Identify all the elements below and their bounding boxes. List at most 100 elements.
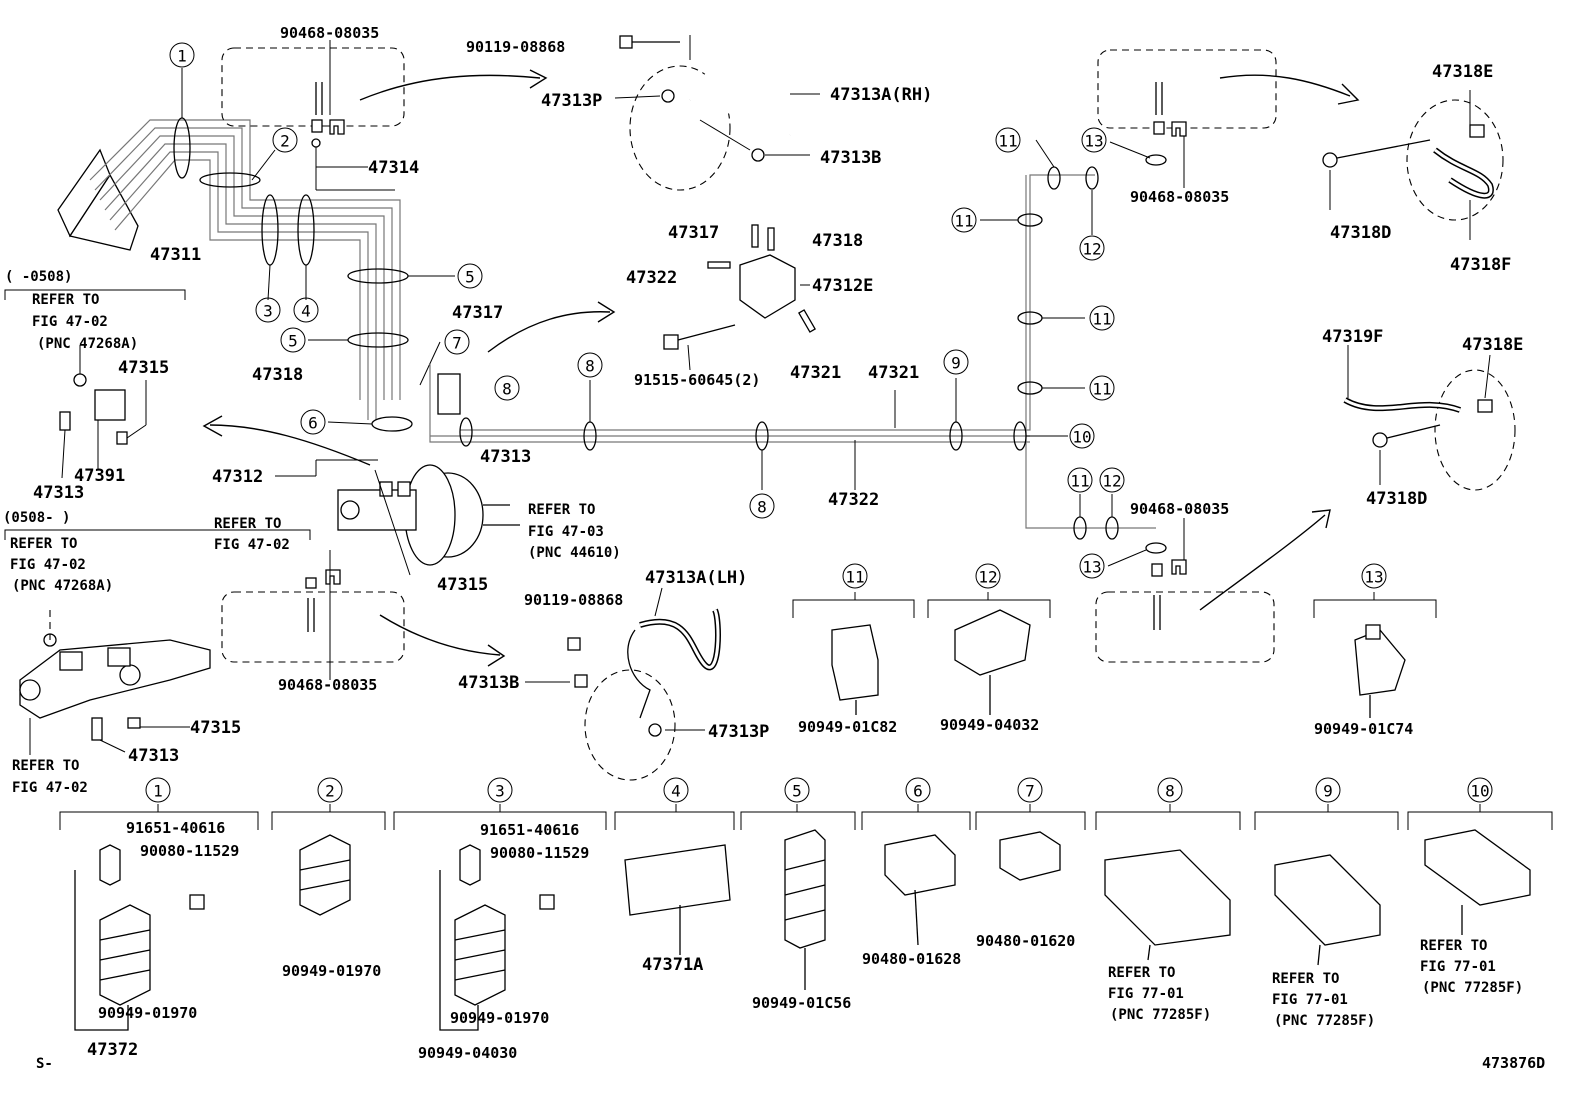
label-47322: 47322 (828, 490, 879, 510)
callout-12: 12 (1082, 240, 1101, 259)
label-47313B: 47313B (458, 673, 519, 693)
label-90949-01C82: 90949-01C82 (798, 718, 897, 736)
label-90468-08035: 90468-08035 (278, 676, 377, 694)
actuator-47391 (59, 345, 147, 479)
refer-to-label: REFER TO (528, 502, 595, 518)
callout-11: 11 (1092, 380, 1111, 399)
callout-4: 4 (301, 302, 311, 321)
hose-lh-detail (525, 587, 721, 781)
fig-ref-label: FIG 77-01 (1108, 986, 1184, 1002)
callout-3: 3 (263, 302, 273, 321)
refer-to-label: REFER TO (1420, 938, 1487, 954)
fig-ref-label: FIG 47-03 (528, 524, 604, 540)
callout-9: 9 (1323, 782, 1333, 801)
detail-box-bottomleft (221, 591, 405, 663)
callout-9: 9 (951, 354, 961, 373)
label-90080-11529: 90080-11529 (490, 844, 589, 862)
label-91651-40616: 91651-40616 (126, 819, 225, 837)
label-90480-01620: 90480-01620 (976, 932, 1075, 950)
label-47313A-RH: 47313A(RH) (830, 85, 932, 105)
label-91515-60645: 91515-60645(2) (634, 371, 760, 389)
callout-12: 12 (1102, 472, 1121, 491)
label-90468-08035: 90468-08035 (1130, 188, 1229, 206)
label-90468-08035: 90468-08035 (1130, 500, 1229, 518)
label-90949-01970: 90949-01970 (282, 962, 381, 980)
diagram-code: 473876D (1482, 1054, 1545, 1072)
callout-5: 5 (465, 268, 475, 287)
label-47315: 47315 (118, 358, 169, 378)
label-47313: 47313 (480, 447, 531, 467)
label-90949-04030: 90949-04030 (418, 1044, 517, 1062)
callout-7: 7 (452, 334, 462, 353)
callout-13: 13 (1082, 558, 1101, 577)
callout-3: 3 (495, 782, 505, 801)
label-90480-01628: 90480-01628 (862, 950, 961, 968)
reference-notes: ( -0508) REFER TO FIG 47-02 (PNC 47268A)… (3, 269, 1523, 1029)
fig-ref-label: FIG 47-02 (32, 314, 108, 330)
date-range-label: (0508- ) (3, 510, 70, 526)
label-90119-08868: 90119-08868 (466, 38, 565, 56)
label-47313: 47313 (33, 483, 84, 503)
callout-11: 11 (998, 132, 1017, 151)
label-47318: 47318 (812, 231, 863, 251)
callout-circles (145, 42, 1493, 803)
label-47313P: 47313P (541, 91, 602, 111)
label-47318D: 47318D (1366, 489, 1427, 509)
detail-box-topright (1097, 49, 1277, 129)
callout-2: 2 (280, 132, 290, 151)
refer-to-label: REFER TO (12, 758, 79, 774)
pnc-ref-label: (PNC 47268A) (37, 336, 138, 352)
pnc-ref-label: (PNC 47268A) (12, 578, 113, 594)
label-47372: 47372 (87, 1040, 138, 1060)
callout-10: 10 (1470, 782, 1489, 801)
refer-to-label: REFER TO (1108, 965, 1175, 981)
proportioning-valve (429, 364, 1030, 443)
fig-ref-label: FIG 77-01 (1272, 992, 1348, 1008)
callout-8: 8 (757, 498, 767, 517)
label-47321: 47321 (790, 363, 841, 383)
fig-ref-label: FIG 47-02 (12, 780, 88, 796)
label-47315: 47315 (190, 718, 241, 738)
fig-ref-label: FIG 77-01 (1420, 959, 1496, 975)
label-47319F: 47319F (1322, 327, 1383, 347)
label-47313B: 47313B (820, 148, 881, 168)
callout-2: 2 (325, 782, 335, 801)
label-47318E: 47318E (1432, 62, 1493, 82)
label-47318F: 47318F (1450, 255, 1511, 275)
callout-6: 6 (913, 782, 923, 801)
label-90119-08868: 90119-08868 (524, 591, 623, 609)
label-47391: 47391 (74, 466, 125, 486)
callout-11: 11 (1092, 310, 1111, 329)
callout-13: 13 (1364, 568, 1383, 587)
callout-5: 5 (792, 782, 802, 801)
label-47315: 47315 (437, 575, 488, 595)
label-47314: 47314 (368, 158, 419, 178)
bottom-clamp-catalog (59, 592, 1553, 1031)
refer-to-label: REFER TO (214, 516, 281, 532)
callout-4: 4 (671, 782, 681, 801)
label-47313: 47313 (128, 746, 179, 766)
label-47312: 47312 (212, 467, 263, 487)
label-47312E: 47312E (812, 276, 873, 296)
label-90949-01C56: 90949-01C56 (752, 994, 851, 1012)
detail-box-topleft (221, 47, 405, 127)
refer-to-label: REFER TO (1272, 971, 1339, 987)
fig-ref-label: FIG 47-02 (214, 537, 290, 553)
callout-6: 6 (308, 414, 318, 433)
pnc-ref-label: (PNC 44610) (528, 545, 621, 561)
callout-11: 11 (954, 212, 973, 231)
label-90949-01C74: 90949-01C74 (1314, 720, 1413, 738)
hose-rh-detail (614, 35, 820, 191)
callout-11: 11 (1070, 472, 1089, 491)
label-47318D: 47318D (1330, 223, 1391, 243)
label-90949-01970: 90949-01970 (450, 1009, 549, 1027)
label-47313P: 47313P (708, 722, 769, 742)
label-47317: 47317 (452, 303, 503, 323)
pnc-ref-label: (PNC 77285F) (1274, 1013, 1375, 1029)
date-range-label: ( -0508) (5, 269, 72, 285)
valve-47312E (663, 224, 816, 371)
pnc-ref-label: (PNC 77285F) (1422, 980, 1523, 996)
label-90080-11529: 90080-11529 (140, 842, 239, 860)
hose-47319F-detail (1343, 345, 1516, 491)
